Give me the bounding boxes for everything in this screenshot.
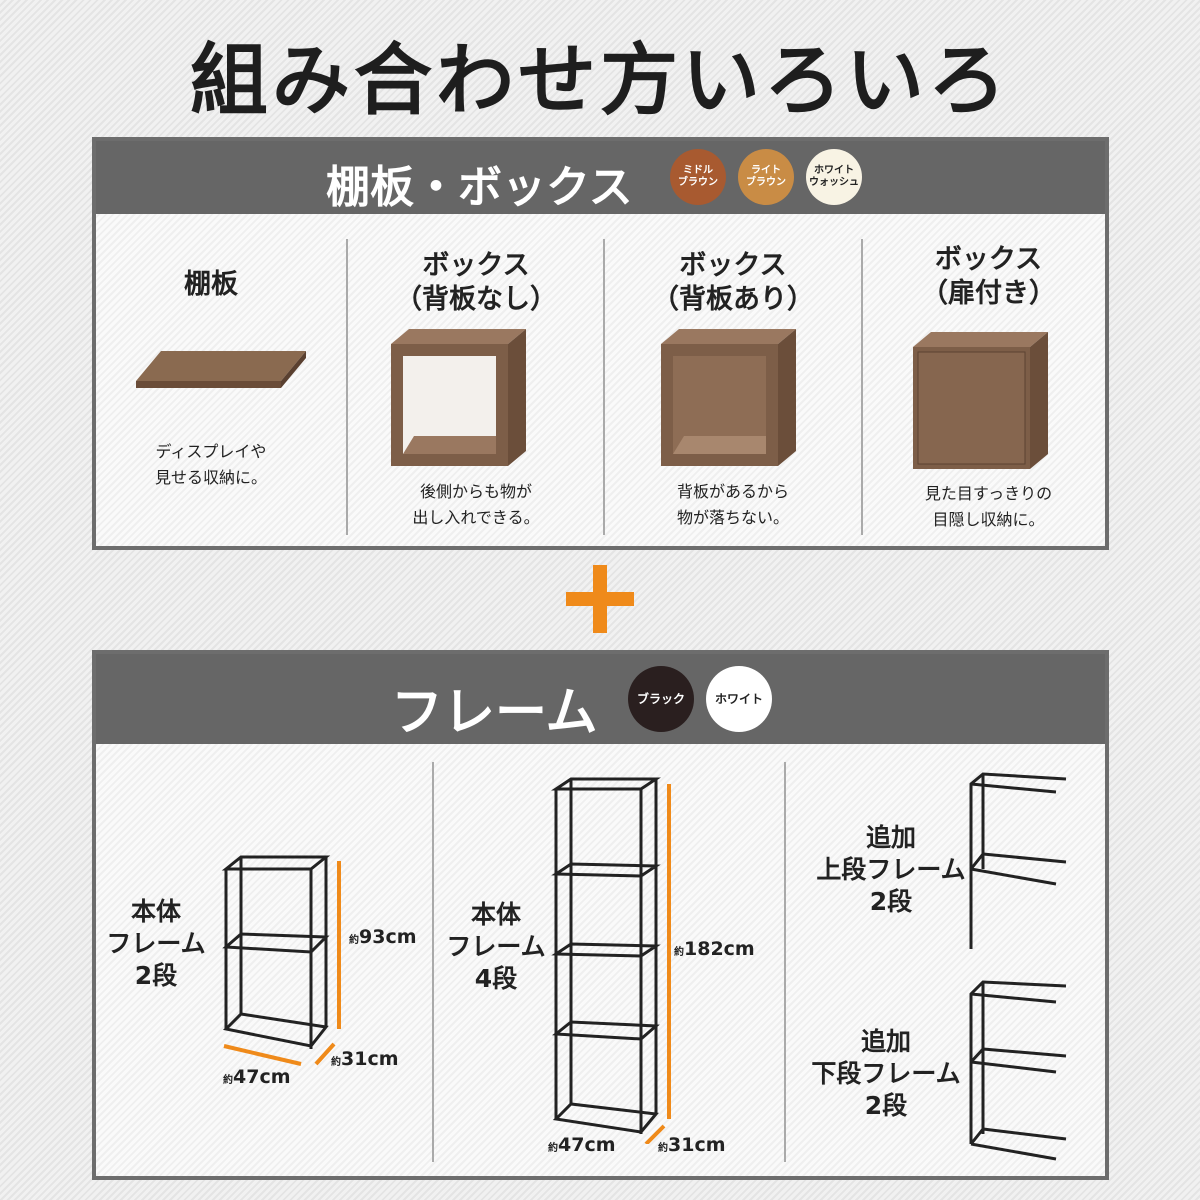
frame-2-tier-height: 約93cm: [349, 926, 417, 948]
upper-frame-label: 追加 上段フレーム 2段: [816, 823, 966, 916]
divider: [432, 762, 434, 1162]
frames-panel: フレーム ブラック ホワイト 本体 フレーム 2段 約93cm 約31cm 約4…: [92, 650, 1109, 1180]
color-swatch-light-brown: ライト ブラウン: [738, 149, 794, 205]
color-swatch-middle-brown: ミドル ブラウン: [670, 149, 726, 205]
shelf-board-image: [136, 351, 306, 388]
frame-2-tier-label: 本体 フレーム 2段: [106, 897, 206, 990]
box-no-back-image: [391, 329, 526, 466]
box-no-back-desc: 後側からも物が 出し入れできる。: [412, 482, 540, 527]
box-with-back-desc: 背板があるから 物が落ちない。: [676, 482, 789, 527]
divider: [861, 239, 863, 535]
divider: [603, 239, 605, 535]
plus-icon-vertical: [593, 565, 607, 633]
box-with-back-title: ボックス （背板あり）: [652, 250, 814, 315]
frame-2-tier-image: [221, 855, 341, 1066]
color-swatch-black: ブラック: [628, 666, 694, 732]
shelf-board-desc: ディスプレイや 見せる収納に。: [154, 442, 267, 487]
frame-4-tier-label: 本体 フレーム 4段: [446, 900, 546, 993]
shelf-board-title: 棚板: [184, 269, 238, 300]
frame-4-tier-height: 約182cm: [674, 938, 755, 960]
box-with-door-desc: 見た目すっきりの 目隠し収納に。: [924, 484, 1053, 529]
frames-header-title: フレーム: [391, 683, 598, 743]
frame-2-tier-depth: 約31cm: [331, 1048, 399, 1070]
shelves-header: 棚板・ボックス ミドル ブラウン ライト ブラウン ホワイト ウォッシュ: [96, 141, 1105, 214]
frame-2-tier-width: 約47cm: [223, 1066, 291, 1088]
frame-4-tier-width: 約47cm: [548, 1134, 616, 1156]
color-swatch-white-wash: ホワイト ウォッシュ: [806, 149, 862, 205]
page-title: 組み合わせ方いろいろ: [189, 36, 1010, 126]
divider: [784, 762, 786, 1162]
frame-4-tier-image: [551, 777, 671, 1144]
frames-header: フレーム ブラック ホワイト: [96, 654, 1105, 744]
box-with-door-image: [913, 332, 1048, 469]
box-no-back-title: ボックス （背板なし）: [395, 250, 557, 315]
box-with-back-image: [661, 329, 796, 466]
divider: [346, 239, 348, 535]
shelves-header-title: 棚板・ボックス: [326, 162, 633, 213]
lower-frame-image: [969, 980, 1067, 1161]
frame-4-tier-depth: 約31cm: [658, 1134, 726, 1156]
shelves-boxes-panel: 棚板・ボックス ミドル ブラウン ライト ブラウン ホワイト ウォッシュ 棚板 …: [92, 137, 1109, 550]
lower-frame-label: 追加 下段フレーム 2段: [811, 1027, 961, 1120]
upper-frame-image: [969, 772, 1067, 949]
box-with-door-title: ボックス （扉付き）: [921, 244, 1056, 309]
color-swatch-white: ホワイト: [706, 666, 772, 732]
